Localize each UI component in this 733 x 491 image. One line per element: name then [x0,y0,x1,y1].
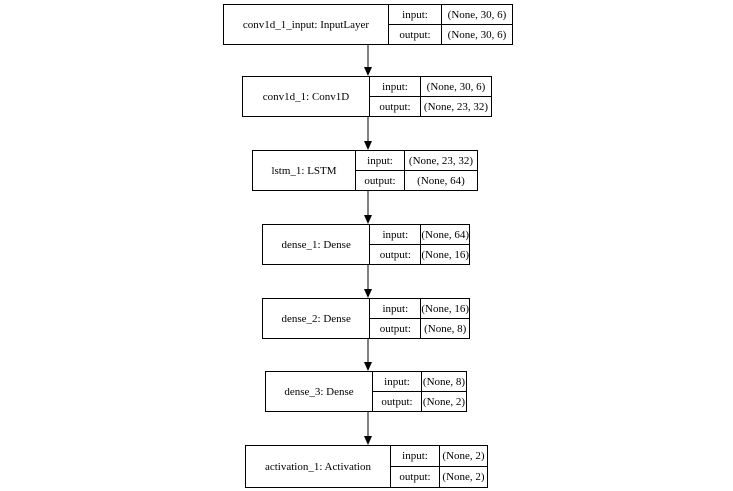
arrowhead [364,67,372,76]
input-label: input: [389,5,442,24]
input-label: input: [370,77,421,96]
output-shape: (None, 2) [422,395,466,408]
input-label: input: [391,446,440,466]
output-label: output: [391,467,440,487]
output-shape: (None, 23, 32) [423,100,489,113]
input-label: input: [356,151,405,170]
shape-table: input: (None, 30, 6) output:(None, 23, 32) [370,77,491,116]
layer-name: dense_1: Dense [263,225,371,264]
layer-name: conv1d_1_input: InputLayer [224,5,389,44]
input-shape: (None, 16) [421,302,469,315]
input-shape: (None, 64) [421,228,469,241]
output-shape: (None, 2) [442,471,485,483]
shape-table: input:(None, 16)output:(None, 8) [370,299,469,338]
output-shape: (None, 30, 6) [447,28,507,41]
output-shape: (None, 16) [421,248,469,261]
input-shape: (None, 8) [422,375,466,388]
shape-table: input: (None, 30, 6) output: (None, 30, 6) [389,5,512,44]
output-row: output: (None, 30, 6) [389,24,512,44]
output-row: output:(None, 2) [391,466,487,487]
output-row: output: (None, 64) [356,170,477,190]
input-row: input:(None, 16) [370,299,469,318]
output-shape: (None, 64) [417,174,465,187]
arrowhead [364,436,372,445]
output-row: output:(None, 23, 32) [370,96,491,116]
output-shape: (None, 8) [424,322,467,335]
arrowhead [364,215,372,224]
input-label: input: [370,225,422,244]
arrowhead [364,141,372,150]
arrowhead [364,362,372,371]
input-shape: (None, 30, 6) [447,8,507,21]
input-row: input: (None, 30, 6) [370,77,491,96]
input-shape: (None, 2) [442,450,485,462]
input-row: input: (None, 30, 6) [389,5,512,24]
input-label: input: [373,372,422,391]
output-label: output: [356,171,405,190]
shape-table: input:(None, 64)output:(None, 16) [370,225,469,264]
layer-name: dense_3: Dense [266,372,373,411]
layer-name: lstm_1: LSTM [253,151,356,190]
arrowhead [364,289,372,298]
shape-table: input:(None, 2)output:(None, 2) [391,446,487,487]
shape-table: input:(None, 23, 32)output: (None, 64) [356,151,477,190]
input-shape: (None, 30, 6) [426,80,486,93]
shape-table: input:(None, 8)output:(None, 2) [373,372,466,411]
output-label: output: [389,25,442,44]
layer-name: activation_1: Activation [246,446,391,487]
input-label: input: [370,299,422,318]
input-shape: (None, 23, 32) [408,154,474,167]
input-row: input:(None, 23, 32) [356,151,477,170]
output-row: output:(None, 2) [373,391,466,411]
output-label: output: [370,245,422,264]
output-label: output: [370,97,421,116]
input-row: input:(None, 8) [373,372,466,391]
output-label: output: [370,319,422,338]
input-row: input:(None, 2) [391,446,487,466]
layer-name: conv1d_1: Conv1D [243,77,370,116]
output-row: output:(None, 8) [370,318,469,338]
input-row: input:(None, 64) [370,225,469,244]
output-row: output:(None, 16) [370,244,469,264]
output-label: output: [373,392,422,411]
layer-name: dense_2: Dense [263,299,371,338]
